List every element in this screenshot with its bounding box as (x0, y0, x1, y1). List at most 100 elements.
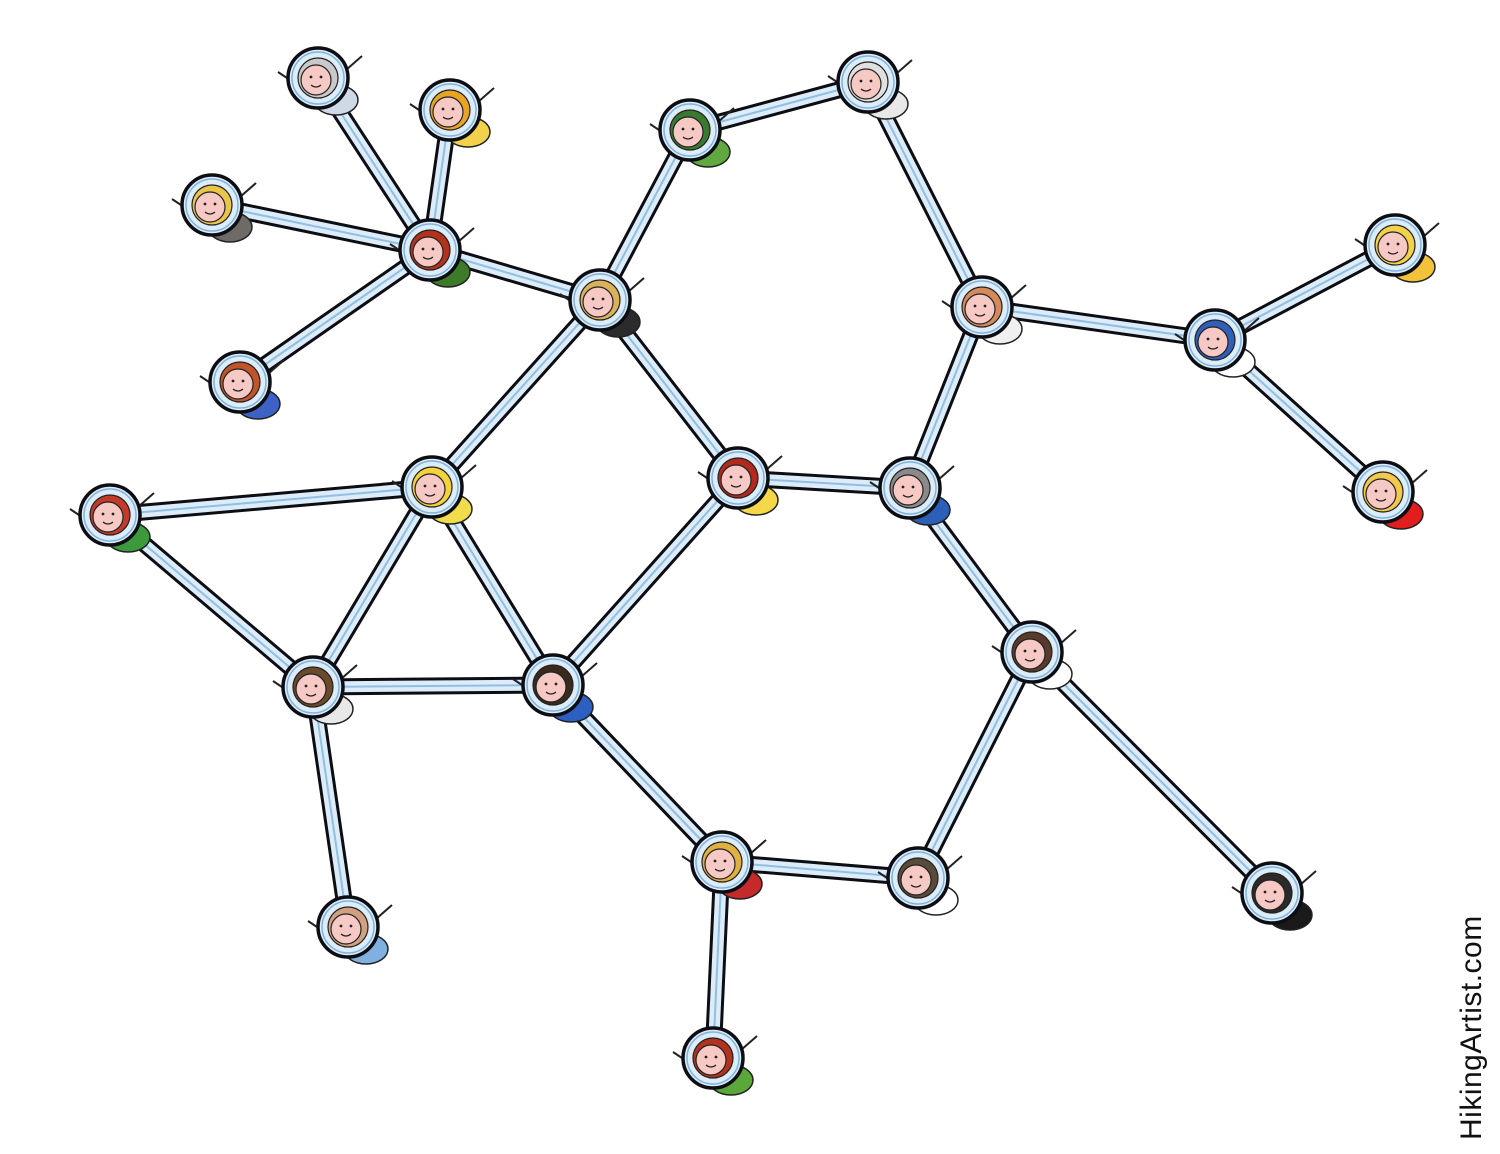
person-face (412, 236, 444, 268)
person-mouth (714, 868, 726, 872)
person-node-p8 (827, 50, 913, 120)
person-arm (239, 182, 257, 198)
person-eye (441, 107, 445, 111)
node-ring-shine (405, 460, 459, 514)
person-arm (137, 492, 155, 508)
person-face (704, 848, 736, 880)
person-mouth (730, 484, 742, 488)
person-eye (241, 379, 245, 383)
person-node-p2 (409, 78, 495, 148)
node-ring-shine (83, 488, 137, 542)
person-face (194, 191, 226, 223)
person-arm (627, 277, 645, 293)
person-arm (267, 359, 285, 375)
person-mouth (424, 493, 436, 497)
person-node-p24 (672, 1026, 758, 1096)
person-eye (1273, 890, 1277, 894)
person-eye (349, 924, 353, 928)
person-mouth (682, 136, 694, 140)
person-eye (909, 875, 913, 879)
person-eye (1023, 649, 1027, 653)
person-eye (544, 682, 548, 686)
person-node-p21 (877, 846, 963, 916)
person-node-p5 (199, 350, 285, 420)
node-ring-shine (403, 223, 457, 277)
person-arm (345, 55, 363, 71)
person-node-p12 (1342, 460, 1428, 530)
person-arm (765, 455, 783, 471)
person-face (330, 913, 362, 945)
person-eye (1206, 337, 1210, 341)
tube-shine-p21-p19 (917, 651, 1033, 879)
person-node-p9 (941, 275, 1027, 345)
person-eye (714, 1055, 718, 1059)
person-face (1365, 478, 1397, 510)
person-node-p4 (389, 218, 475, 288)
person-mouth (705, 1064, 717, 1068)
node-ring-shine (213, 355, 267, 409)
person-mouth (422, 256, 434, 260)
watermark-text: HikingArtist.com (1455, 915, 1488, 1140)
person-eye (859, 79, 863, 83)
person-face (1377, 231, 1409, 263)
person-face (582, 286, 614, 318)
person-face (92, 501, 124, 533)
person-arm (1242, 317, 1260, 333)
person-eye (739, 475, 743, 479)
network-tubes-fill (104, 72, 1401, 1064)
tube-shine-p14-p18 (552, 477, 739, 686)
node-ring-shine (321, 900, 375, 954)
person-arm (457, 227, 475, 243)
person-mouth (232, 388, 244, 392)
node-ring-shine (1368, 218, 1422, 272)
person-eye (601, 297, 605, 301)
person-eye (729, 475, 733, 479)
person-eye (983, 304, 987, 308)
person-eye (339, 924, 343, 928)
person-eye (111, 512, 115, 516)
node-ring-shine (663, 103, 717, 157)
tube-shine-p5-p4 (239, 249, 431, 383)
tube-shine-p19-p22 (1031, 651, 1273, 894)
person-node-p16 (69, 483, 155, 553)
person-eye (309, 75, 313, 79)
person-face (850, 68, 882, 100)
person-face (300, 64, 332, 96)
person-mouth (1375, 498, 1387, 502)
person-arm (937, 465, 955, 481)
person-face (1014, 638, 1046, 670)
person-mouth (1387, 251, 1399, 255)
person-node-p23 (307, 895, 393, 965)
node-ring-shine (1245, 866, 1299, 920)
person-node-p11 (1354, 213, 1440, 283)
node-ring-shine (841, 55, 895, 109)
person-arm (1422, 222, 1440, 238)
person-node-p13 (391, 455, 477, 525)
person-eye (431, 247, 435, 251)
person-node-p20 (681, 830, 767, 900)
person-arm (895, 59, 913, 75)
person-eye (203, 202, 207, 206)
person-face (1197, 326, 1229, 358)
person-mouth (102, 521, 114, 525)
person-face (964, 293, 996, 325)
person-eye (1033, 649, 1037, 653)
person-face (432, 96, 464, 128)
person-eye (554, 682, 558, 686)
tube-shine-p3-p4 (211, 204, 431, 251)
person-node-p14 (697, 446, 783, 516)
node-ring-shine (1356, 465, 1410, 519)
node-ring-shine (955, 280, 1009, 334)
person-node-p6 (649, 98, 735, 168)
node-ring-shine (711, 451, 765, 505)
person-mouth (1264, 899, 1276, 903)
person-eye (869, 79, 873, 83)
node-ring-shine (695, 835, 749, 889)
person-face (222, 368, 254, 400)
network-nodes (69, 46, 1440, 1096)
person-mouth (974, 313, 986, 317)
person-eye (901, 485, 905, 489)
node-ring-shine (291, 51, 345, 105)
node-ring-shine (423, 83, 477, 137)
